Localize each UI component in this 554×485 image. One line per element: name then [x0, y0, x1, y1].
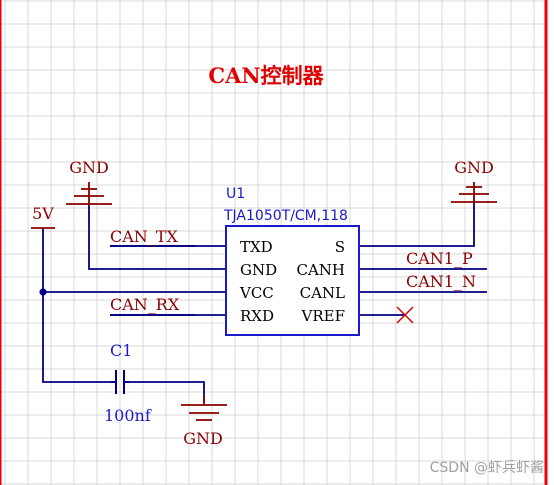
c1-value: 100nf [104, 406, 152, 425]
u1-pin-txd: TXD [240, 238, 273, 256]
net-label-can1-n: CAN1_N [406, 272, 476, 291]
c1-designator: C1 [110, 341, 132, 360]
u1-designator: U1 [226, 186, 245, 202]
net-label-bars [110, 245, 195, 316]
wire-5v-vertical [42, 228, 111, 383]
net-label-can1-p: CAN1_P [406, 249, 473, 268]
gnd-symbol-bottom [181, 395, 227, 421]
junction-dot [39, 288, 47, 296]
no-connect-icon [396, 306, 414, 324]
u1-pin-s: S [335, 238, 345, 256]
u1-pin-canh: CANH [296, 261, 345, 279]
gnd-label-bottom: GND [183, 429, 223, 448]
gnd-label-top-left: GND [69, 158, 109, 177]
vcc-5v-label: 5V [32, 204, 54, 223]
u1-pin-vref: VREF [301, 307, 345, 325]
u1-pin-gnd: GND [240, 261, 277, 279]
sheet-title: CAN控制器 [208, 63, 324, 88]
gnd-symbol-top-left [66, 182, 112, 205]
net-label-can-rx: CAN_RX [110, 295, 180, 314]
net-label-can-tx: CAN_TX [110, 227, 178, 246]
watermark-text: CSDN @虾兵虾酱 [430, 460, 544, 476]
u1-body[interactable] [225, 225, 360, 336]
gnd-symbol-top-right [451, 182, 497, 203]
capacitor-c1-symbol [111, 370, 129, 394]
wire-gnd-left [88, 204, 228, 270]
u1-part-number: TJA1050T/CM,118 [223, 208, 348, 224]
u1-pin-canl: CANL [300, 284, 345, 302]
u1-pin-vcc: VCC [239, 284, 274, 302]
u1-pin-rxd: RXD [240, 307, 274, 325]
wire-s-gnd [359, 202, 475, 247]
gnd-label-top-right: GND [454, 158, 494, 177]
